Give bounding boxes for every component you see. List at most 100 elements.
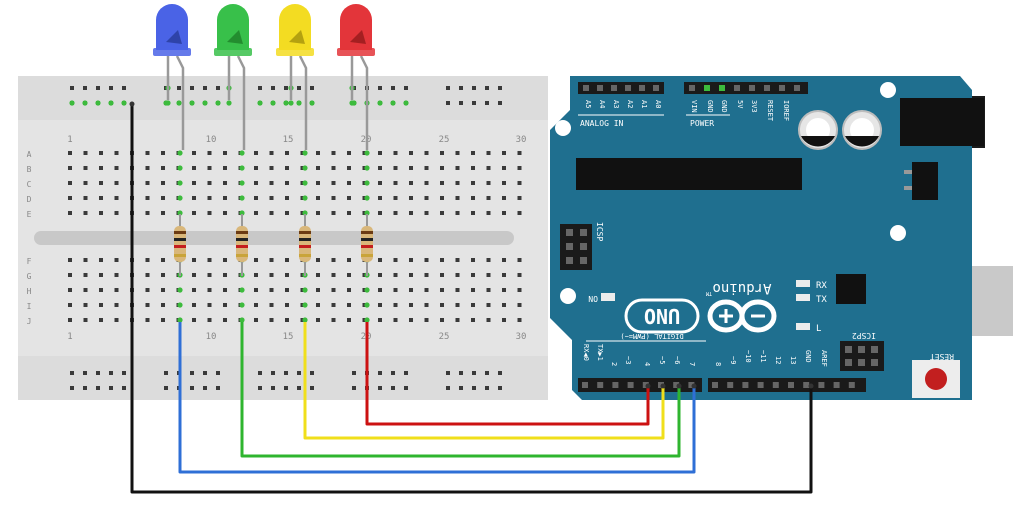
- power-header: [684, 82, 808, 94]
- led-yellow: [276, 4, 314, 150]
- mounting-hole-2: [880, 82, 896, 98]
- pin-label-reset: RESET: [766, 100, 774, 122]
- rail-hole: [404, 386, 408, 390]
- rail-hole: [378, 371, 382, 375]
- breadboard-hole: [424, 288, 429, 292]
- resistor-2: [236, 214, 248, 276]
- rail-hole: [164, 386, 168, 390]
- row-letter-c: C: [27, 180, 32, 189]
- header-pin: [858, 346, 865, 353]
- breadboard-hole: [440, 151, 444, 155]
- red-wire: [365, 322, 650, 426]
- black-ground-wire: [130, 104, 813, 494]
- connected-rail-hole: [95, 100, 101, 106]
- rail-hole: [284, 86, 288, 90]
- connected-hole: [302, 317, 308, 323]
- header-pin: [742, 382, 749, 388]
- pin-label-d7: 7: [688, 362, 696, 366]
- voltage-regulator: [912, 162, 938, 200]
- mounting-hole-3: [560, 288, 576, 304]
- rail-hole: [485, 101, 489, 105]
- breadboard-hole: [331, 273, 336, 277]
- rail-hole: [109, 371, 113, 375]
- breadboard-hole: [192, 303, 196, 307]
- breadboard-hole: [517, 151, 522, 155]
- breadboard-hole: [455, 166, 460, 170]
- header-pin: [580, 257, 587, 264]
- breadboard-hole: [486, 303, 491, 307]
- connected-hole: [302, 165, 308, 171]
- rail-hole: [446, 101, 450, 105]
- connected-rail-hole: [257, 100, 263, 106]
- led-green-base: [214, 48, 252, 56]
- resistor-3-band-3: [299, 245, 311, 248]
- pin-label-aref: AREF: [820, 350, 828, 367]
- row-letter-a: A: [27, 150, 32, 159]
- breadboard-hole: [347, 196, 351, 200]
- header-pin: [583, 85, 589, 91]
- resistor-2-band-2: [236, 238, 248, 241]
- breadboard-hole: [207, 258, 212, 262]
- resistor-2-body: [236, 226, 248, 262]
- header-pin: [580, 243, 587, 250]
- rail-hole: [203, 86, 207, 90]
- connected-rail-hole: [189, 100, 195, 106]
- connected-hole: [364, 165, 370, 171]
- mounting-hole-4: [890, 225, 906, 241]
- rail-hole: [446, 386, 450, 390]
- breadboard-hole: [409, 318, 413, 322]
- breadboard-hole: [471, 303, 475, 307]
- breadboard-hole: [254, 166, 258, 170]
- analog-header-pins: [583, 85, 659, 91]
- digital-header-left: [578, 378, 702, 392]
- col-number-25-bottom: 25: [439, 332, 450, 342]
- rail-hole: [446, 371, 450, 375]
- breadboard-hole: [285, 303, 289, 307]
- col-number-1: 1: [67, 135, 72, 145]
- dc-power-jack-front: [900, 98, 984, 146]
- row-letter-j: J: [27, 317, 32, 326]
- center-channel: [34, 231, 514, 245]
- rail-hole: [216, 86, 220, 90]
- rail-hole: [352, 371, 356, 375]
- breadboard-hole: [269, 258, 274, 262]
- digital-pin-labels-left: RX◀0 TX▶1 2 ~3 4 ~5 ~6 7: [582, 344, 696, 366]
- rail-hole: [297, 86, 301, 90]
- power-rail-bottom: [18, 356, 548, 400]
- rail-hole: [391, 386, 395, 390]
- digital-label: DIGITAL (PWM=~): [620, 332, 683, 340]
- pin-label-d9: ~9: [729, 356, 737, 364]
- connected-hole: [177, 317, 183, 323]
- rail-hole: [271, 86, 275, 90]
- power-header-pins: [689, 85, 800, 91]
- breadboard-hole: [455, 318, 460, 322]
- breadboard-hole: [68, 318, 72, 322]
- pin-label-a3: A3: [612, 100, 620, 108]
- led-green-body: [217, 4, 249, 50]
- header-pin: [580, 229, 587, 236]
- header-pin: [566, 243, 573, 250]
- col-number-15-bottom: 15: [283, 332, 294, 342]
- connected-hole: [177, 210, 183, 216]
- breadboard-hole: [517, 318, 522, 322]
- breadboard-hole: [455, 181, 460, 185]
- connected-hole: [302, 195, 308, 201]
- breadboard-hole: [269, 303, 274, 307]
- breadboard-hole: [161, 273, 165, 277]
- row-letter-g: G: [27, 272, 32, 281]
- rail-hole: [70, 386, 74, 390]
- breadboard-hole: [285, 196, 289, 200]
- connected-hole: [177, 195, 183, 201]
- breadboard-hole: [316, 166, 320, 170]
- breadboard-hole: [502, 181, 506, 185]
- breadboard-hole: [83, 211, 88, 215]
- breadboard-hole: [517, 166, 522, 170]
- rail-hole: [485, 371, 489, 375]
- reset-button[interactable]: [925, 368, 947, 390]
- connected-rail-hole: [202, 100, 208, 106]
- breadboard-hole: [254, 303, 258, 307]
- breadboard-hole: [285, 273, 289, 277]
- connected-rail-hole: [403, 100, 409, 106]
- breadboard-hole: [207, 303, 212, 307]
- breadboard-hole: [471, 181, 475, 185]
